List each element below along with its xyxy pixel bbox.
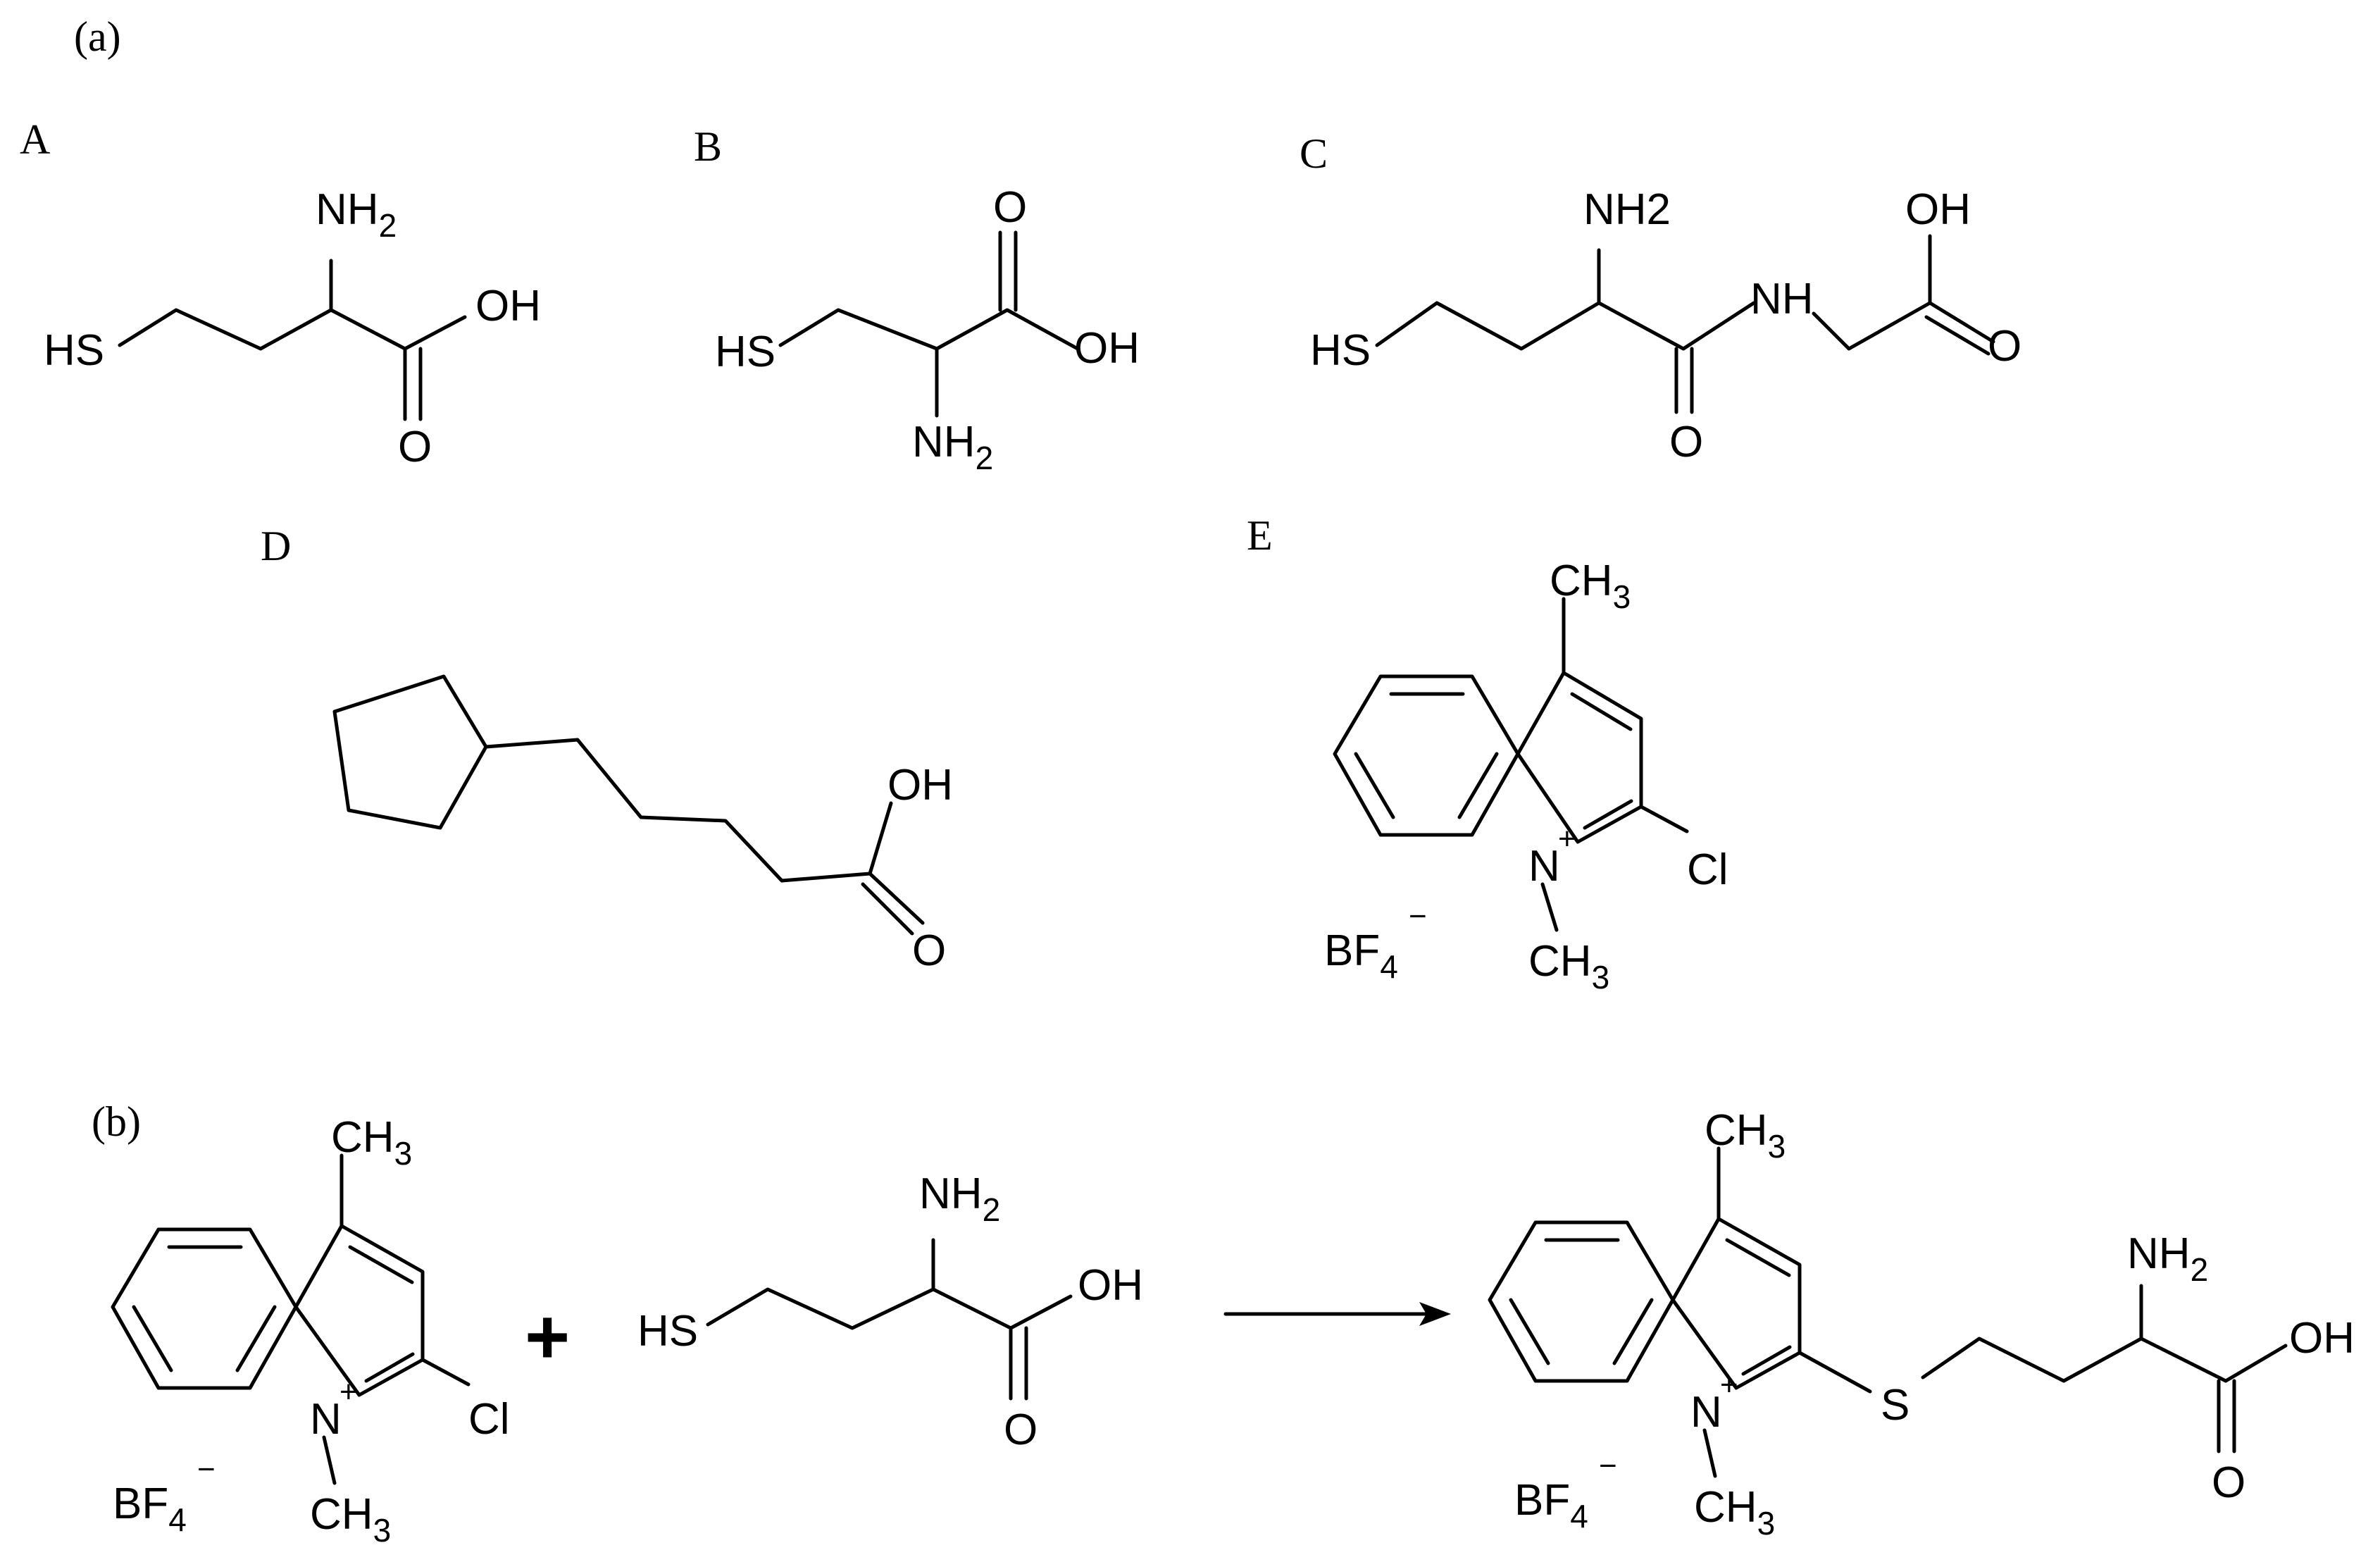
compound-a-hs: HS xyxy=(44,326,104,375)
product-structure: CH3 N + S CH3 BF4 − NH2 OH O xyxy=(1488,1106,2355,1542)
compound-a-structure: HS NH2 OH O xyxy=(44,185,541,471)
reactant-homocysteine-oh: OH xyxy=(1078,1261,1143,1310)
compound-a-o: O xyxy=(398,423,432,471)
reactant-bf4: BF4 xyxy=(113,1480,187,1538)
reaction-arrow xyxy=(1223,1302,1451,1326)
reactant-homocysteine-o: O xyxy=(1004,1406,1038,1454)
product-nh2: NH2 xyxy=(2127,1229,2208,1288)
compound-a-oh: OH xyxy=(475,282,541,330)
panel-label-b: (b) xyxy=(92,1098,141,1145)
panel-label-a: (a) xyxy=(74,13,121,60)
product-cation: + xyxy=(1720,1368,1738,1402)
product-oh: OH xyxy=(2289,1314,2355,1363)
compound-e-n: N xyxy=(1528,842,1560,891)
compound-c-amide-o: O xyxy=(1669,418,1703,466)
reactant-anion: − xyxy=(197,1452,216,1487)
product-o: O xyxy=(2212,1458,2245,1507)
compound-label-c: C xyxy=(1300,130,1328,177)
compound-label-d: D xyxy=(261,523,291,569)
reactant-quinolinium-bonds xyxy=(111,1153,471,1485)
product-ch3-top: CH3 xyxy=(1705,1106,1786,1165)
compound-b-oh: OH xyxy=(1074,324,1140,373)
reactant-homocysteine-bonds xyxy=(706,1238,1073,1401)
compound-e-ch3-n: CH3 xyxy=(1528,937,1609,996)
compound-b-bonds xyxy=(778,230,1080,418)
compound-label-a: A xyxy=(20,116,50,163)
compound-e-bonds xyxy=(1333,597,1689,932)
compound-b-structure: HS O OH NH2 xyxy=(715,183,1140,476)
compound-c-structure: HS NH2 NH O OH O xyxy=(1310,185,2021,466)
compound-e-cation: + xyxy=(1558,822,1576,856)
reactant-ch3-top: CH3 xyxy=(331,1113,412,1172)
compound-e-bf4: BF4 xyxy=(1324,926,1398,985)
compound-c-nh2: NH2 xyxy=(1583,185,1671,234)
reactant-cl: Cl xyxy=(468,1395,510,1444)
compound-c-oh: OH xyxy=(1905,185,1971,234)
compound-e-structure: CH3 N + Cl CH3 BF4 − xyxy=(1324,557,1728,996)
reactant-homocysteine-hs: HS xyxy=(637,1307,698,1356)
compound-e-ch3-top: CH3 xyxy=(1550,557,1631,615)
reactant-quinolinium-structure: CH3 N + Cl CH3 BF4 − xyxy=(111,1113,510,1549)
compound-e-cl: Cl xyxy=(1687,845,1728,894)
compound-c-bonds xyxy=(1375,234,1995,414)
compound-c-hs: HS xyxy=(1310,326,1371,375)
product-bf4: BF4 xyxy=(1514,1476,1588,1534)
compound-b-o: O xyxy=(993,183,1027,232)
product-anion: − xyxy=(1599,1449,1617,1483)
product-n: N xyxy=(1690,1388,1722,1437)
compound-a-nh2: NH2 xyxy=(316,185,397,244)
compound-d-structure: OH O xyxy=(332,674,953,975)
reactant-n: N xyxy=(310,1395,342,1444)
compound-b-hs: HS xyxy=(715,328,775,376)
reactant-ch3-n: CH3 xyxy=(310,1490,391,1549)
compound-b-nh2: NH2 xyxy=(912,418,993,476)
compound-d-bonds xyxy=(332,674,925,936)
compound-c-acid-o: O xyxy=(1988,322,2021,371)
compound-d-oh: OH xyxy=(887,761,953,810)
product-bonds xyxy=(1488,1146,2288,1478)
compound-a-bonds xyxy=(118,259,467,421)
compound-d-o: O xyxy=(912,926,946,975)
compound-c-nh: NH xyxy=(1750,275,1814,323)
reaction-plus-sign: + xyxy=(525,1294,570,1380)
reactant-cation: + xyxy=(339,1375,358,1409)
reactant-homocysteine-structure: HS NH2 OH O xyxy=(637,1170,1143,1454)
compound-label-b: B xyxy=(694,123,722,170)
reactant-homocysteine-nh2: NH2 xyxy=(919,1170,1000,1228)
product-s: S xyxy=(1881,1381,1909,1430)
product-ch3-n: CH3 xyxy=(1694,1483,1775,1542)
compound-e-anion: − xyxy=(1409,899,1427,934)
compound-label-e: E xyxy=(1247,512,1273,559)
